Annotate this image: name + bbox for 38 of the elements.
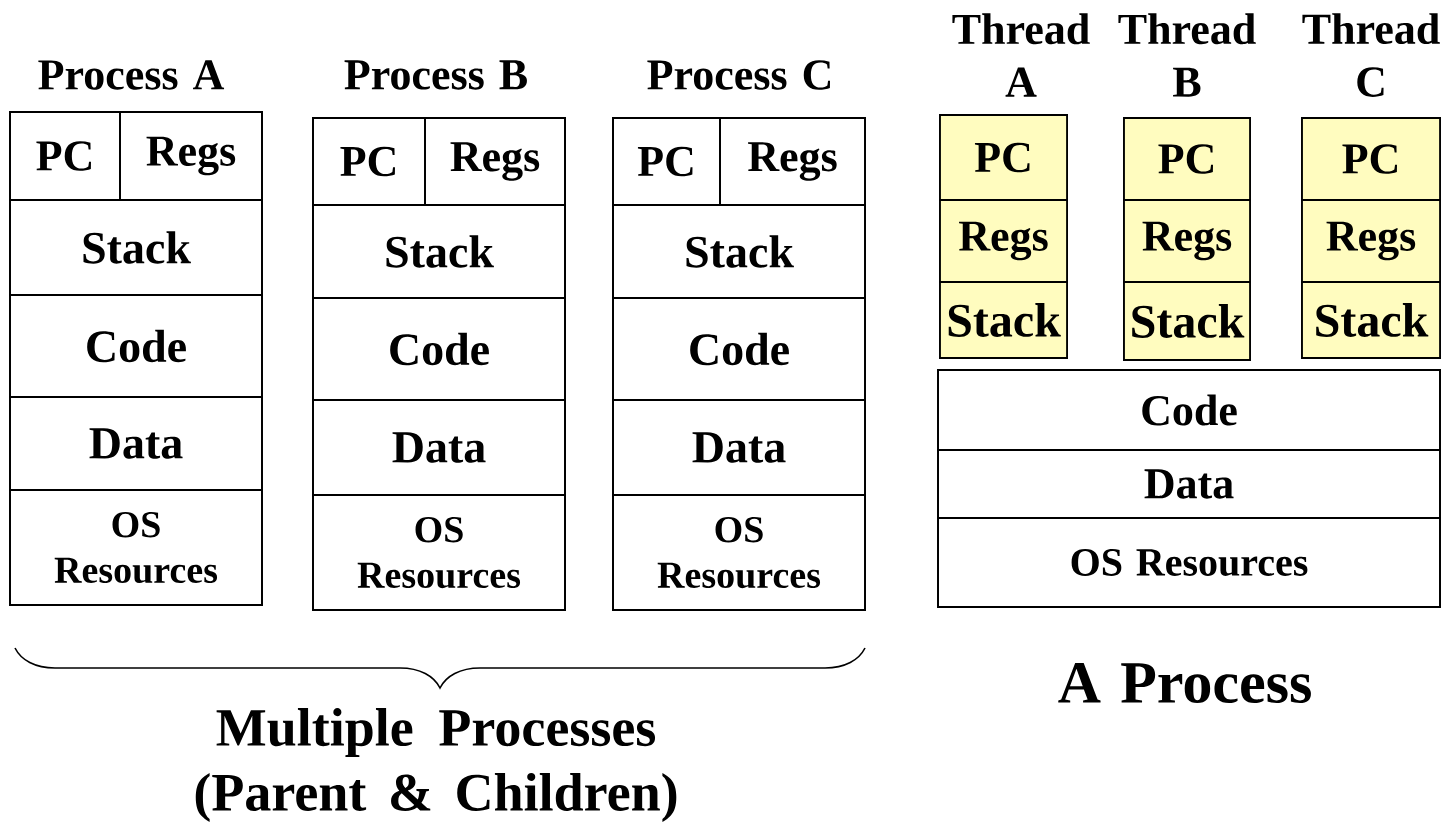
segment-cell: Code: [312, 297, 566, 401]
segment-cell: Data: [312, 399, 566, 496]
segment-cell: Data: [937, 449, 1441, 519]
thread-heading: Thread B: [1118, 13, 1256, 97]
segment-cell: Code: [612, 297, 866, 401]
segment-cell: Regs: [424, 117, 566, 206]
segment-cell: PC: [1301, 117, 1441, 201]
segment-cell: Stack: [1301, 281, 1441, 359]
segment-cell: OS Resources: [612, 494, 866, 611]
segment-cell: PC: [9, 111, 121, 201]
segment-cell: Stack: [1123, 281, 1251, 361]
segment-cell: Stack: [939, 281, 1068, 359]
segment-cell: PC: [312, 117, 426, 206]
segment-cell: PC: [612, 117, 721, 206]
segment-cell: OS Resources: [937, 517, 1441, 608]
group-caption: Multiple Processes (Parent & Children): [195, 708, 677, 822]
segment-cell: OS Resources: [312, 494, 566, 611]
group-caption: A Process: [1058, 662, 1311, 704]
segment-cell: Stack: [9, 199, 263, 296]
thread-heading: Thread A: [952, 13, 1090, 97]
segment-cell: Data: [612, 399, 866, 496]
process-heading: Process B: [344, 60, 527, 90]
segment-cell: Code: [937, 369, 1441, 451]
segment-cell: Regs: [119, 111, 263, 201]
thread-heading: Thread C: [1302, 13, 1440, 97]
segment-cell: Stack: [312, 204, 566, 299]
segment-cell: Regs: [719, 117, 866, 206]
segment-cell: Stack: [612, 204, 866, 299]
segment-cell: Regs: [939, 199, 1068, 283]
process-heading: Process C: [647, 60, 830, 90]
segment-cell: Regs: [1123, 199, 1251, 283]
process-heading: Process A: [38, 60, 225, 90]
segment-cell: Regs: [1301, 199, 1441, 283]
segment-cell: PC: [939, 114, 1068, 201]
segment-cell: Data: [9, 396, 263, 491]
segment-cell: Code: [9, 294, 263, 398]
segment-cell: PC: [1123, 117, 1251, 201]
segment-cell: OS Resources: [9, 489, 263, 606]
